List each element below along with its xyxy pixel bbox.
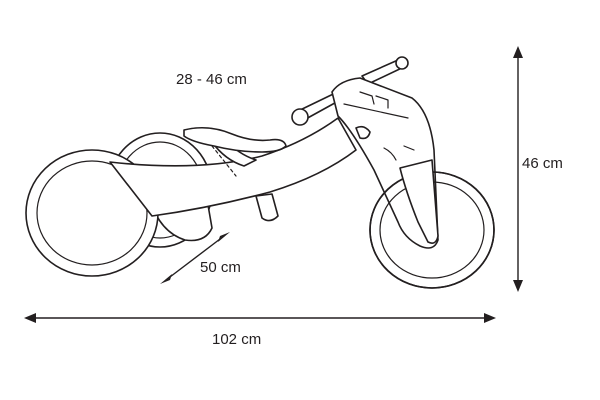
- seat: [183, 126, 287, 153]
- height-label: 46 cm: [522, 155, 563, 172]
- balance-bike-drawing: [25, 56, 495, 289]
- length-label: 102 cm: [212, 331, 261, 348]
- length-dimension: [24, 313, 496, 323]
- height-dimension: [513, 46, 523, 292]
- frame-body: [109, 117, 357, 217]
- seat-height-label: 28 - 46 cm: [176, 71, 247, 88]
- front-fork-lower: [399, 159, 439, 244]
- seat-post: [255, 193, 279, 222]
- seat-height-indicator: [211, 145, 237, 177]
- wheelbase-label: 50 cm: [200, 259, 241, 276]
- wheelbase-dimension: [160, 232, 230, 284]
